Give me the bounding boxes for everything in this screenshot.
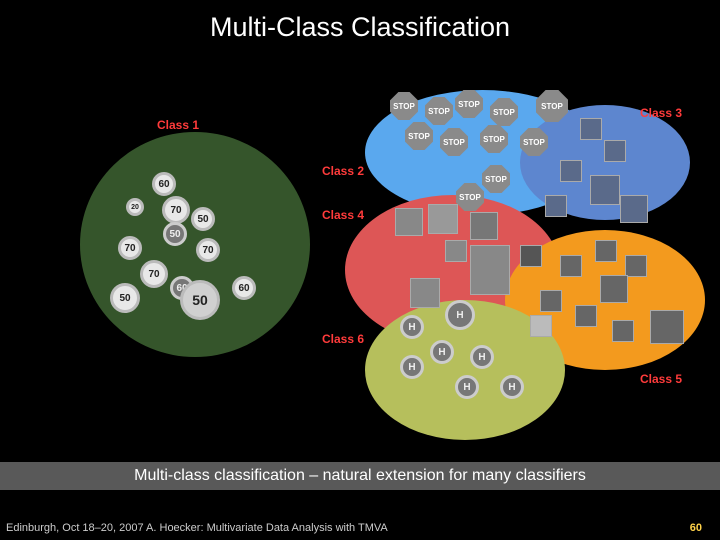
- class-5-label: Class 5: [640, 372, 683, 386]
- sign-icon: [575, 305, 597, 327]
- stop-sign-icon: STOP: [520, 128, 548, 156]
- hospital-sign-icon: H: [455, 375, 479, 399]
- sign-icon: [520, 245, 542, 267]
- hospital-sign-icon: H: [430, 340, 454, 364]
- speed-limit-sign-icon: 70: [162, 196, 190, 224]
- sign-icon: [650, 310, 684, 344]
- class-2-label: Class 2: [322, 164, 365, 178]
- no-entry-sign-icon: [395, 208, 423, 236]
- stop-sign-icon: STOP: [490, 98, 518, 126]
- speed-limit-sign-icon: 60: [232, 276, 256, 300]
- sign-icon: [470, 212, 498, 240]
- sign-icon: [540, 290, 562, 312]
- sign-icon: [470, 245, 510, 295]
- direction-sign-icon: [604, 140, 626, 162]
- no-entry-sign-icon: [428, 204, 458, 234]
- direction-sign-icon: [545, 195, 567, 217]
- sign-icon: [625, 255, 647, 277]
- hospital-sign-icon: H: [500, 375, 524, 399]
- sign-icon: [410, 278, 440, 308]
- class-3-label: Class 3: [640, 106, 683, 120]
- hospital-sign-icon: H: [445, 300, 475, 330]
- slide-footer: Edinburgh, Oct 18–20, 2007 A. Hoecker: M…: [0, 520, 720, 540]
- direction-sign-icon: [580, 118, 602, 140]
- sign-icon: [612, 320, 634, 342]
- stop-sign-icon: STOP: [425, 97, 453, 125]
- sign-icon: [595, 240, 617, 262]
- hospital-sign-icon: H: [400, 355, 424, 379]
- hospital-sign-icon: H: [470, 345, 494, 369]
- speed-limit-sign-icon: 60: [152, 172, 176, 196]
- footer-text: Edinburgh, Oct 18–20, 2007 A. Hoecker: M…: [6, 522, 388, 534]
- speed-limit-sign-icon: 70: [140, 260, 168, 288]
- sign-icon: [445, 240, 467, 262]
- speed-limit-sign-icon: 50: [110, 283, 140, 313]
- sign-icon: [560, 255, 582, 277]
- speed-limit-sign-icon: 50: [163, 222, 187, 246]
- speed-limit-sign-icon: 50: [191, 207, 215, 231]
- sign-icon: [600, 275, 628, 303]
- stop-sign-icon: STOP: [482, 165, 510, 193]
- hospital-sign-icon: H: [400, 315, 424, 339]
- class-6-label: Class 6: [322, 332, 365, 346]
- stop-sign-icon: STOP: [405, 122, 433, 150]
- direction-sign-icon: [590, 175, 620, 205]
- class-4-label: Class 4: [322, 208, 365, 222]
- page-number: 60: [689, 522, 702, 534]
- class-1-label: Class 1: [157, 118, 200, 132]
- speed-limit-sign-icon: 20: [126, 198, 144, 216]
- stop-sign-icon: STOP: [536, 90, 568, 122]
- stop-sign-icon: STOP: [456, 183, 484, 211]
- stop-sign-icon: STOP: [480, 125, 508, 153]
- stop-sign-icon: STOP: [440, 128, 468, 156]
- speed-limit-sign-icon: 70: [118, 236, 142, 260]
- stop-sign-icon: STOP: [390, 92, 418, 120]
- speed-limit-sign-icon: 70: [196, 238, 220, 262]
- slide-title: Multi-Class Classification: [209, 12, 511, 42]
- class-1-region: [80, 132, 310, 357]
- direction-sign-icon: [620, 195, 648, 223]
- caption-bar: Multi-class classification – natural ext…: [0, 462, 720, 490]
- direction-sign-icon: [560, 160, 582, 182]
- stop-sign-icon: STOP: [455, 90, 483, 118]
- speed-limit-sign-icon: 50: [180, 280, 220, 320]
- sign-icon: [530, 315, 552, 337]
